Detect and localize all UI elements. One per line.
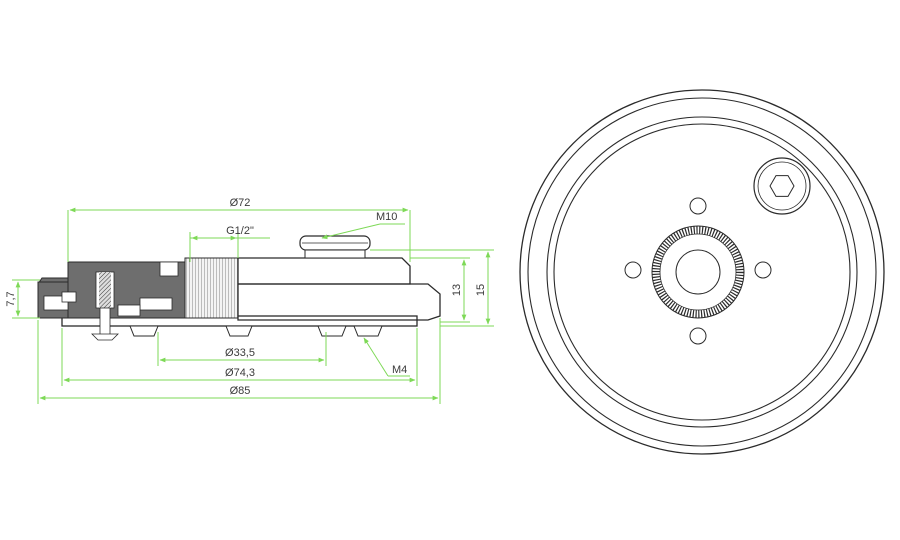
m10-knob — [299, 235, 371, 259]
dim-height-7-7: 7,7 — [5, 291, 17, 306]
dim-height-15: 15 — [475, 284, 487, 296]
dim-thread-m10: M10 — [376, 211, 397, 223]
dim-height-13: 13 — [451, 284, 463, 296]
dim-thread-m4: M4 — [392, 364, 407, 376]
dim-diameter-74-3: Ø74,3 — [225, 367, 255, 379]
dimension-labels: Ø72 G1/2" M10 13 15 7,7 Ø33,5 M4 Ø74,3 Ø… — [5, 197, 487, 397]
hex-socket-icon — [769, 175, 795, 197]
rim-ring-2 — [527, 97, 877, 447]
mounting-holes — [624, 197, 772, 345]
hex-socket-screw — [753, 157, 811, 215]
bottom-feet — [129, 325, 383, 337]
side-screw — [91, 271, 119, 341]
dim-thread-g12: G1/2" — [226, 225, 254, 237]
rim-ring-4 — [553, 123, 851, 421]
dim-diameter-33-5: Ø33,5 — [225, 347, 255, 359]
dimension-lines — [12, 207, 494, 404]
central-hub — [651, 225, 745, 319]
rim-ring-3 — [546, 116, 858, 428]
thread-region — [184, 257, 239, 319]
front-view — [519, 89, 885, 455]
dim-diameter-85: Ø85 — [230, 385, 251, 397]
side-view: Ø72 G1/2" M10 13 15 7,7 Ø33,5 M4 Ø74,3 Ø… — [5, 197, 494, 404]
dim-diameter-72: Ø72 — [230, 197, 251, 209]
side-body — [37, 235, 441, 341]
